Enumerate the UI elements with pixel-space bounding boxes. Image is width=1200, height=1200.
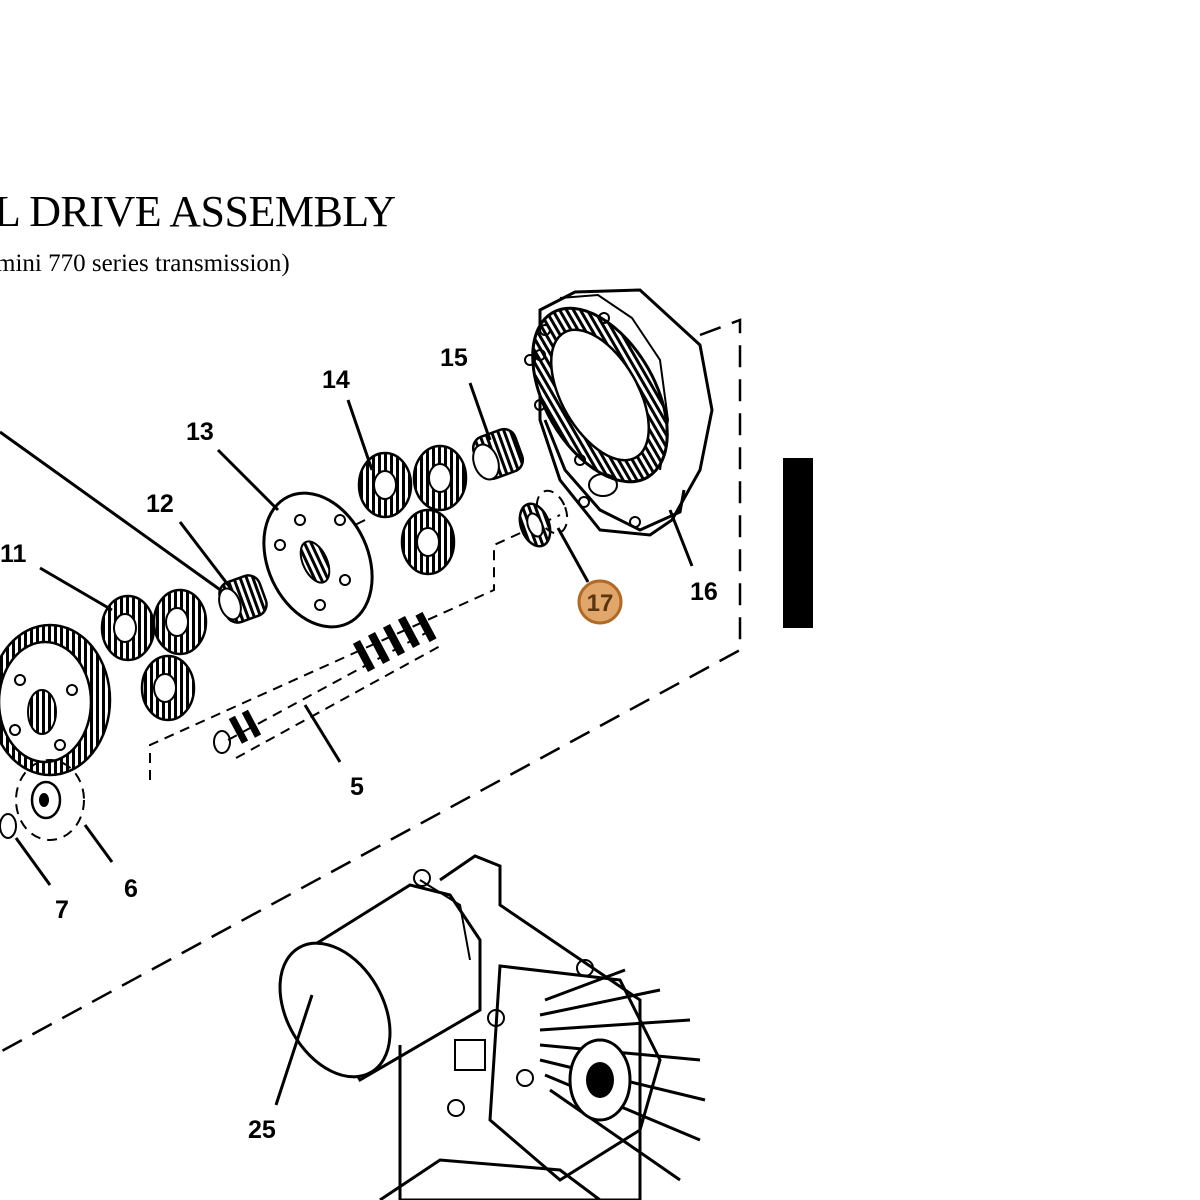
motor-and-transmission	[278, 854, 706, 1200]
callout-17: 17	[587, 590, 614, 617]
sun-gear-15	[471, 427, 525, 481]
carrier-plate-13	[262, 491, 374, 629]
planet-gears-11	[100, 588, 208, 722]
assembly-outline-dashed	[0, 318, 742, 1054]
large-gear-left	[0, 623, 112, 777]
callout-6: 6	[124, 875, 138, 903]
diagram-title: L DRIVE ASSEMBLY	[0, 187, 396, 236]
washer-part-7	[0, 813, 17, 839]
section-marker-bar	[783, 458, 813, 628]
gear-part-6	[15, 759, 85, 841]
planet-gears-14	[357, 444, 468, 576]
leader-line-long	[0, 430, 227, 596]
shaft-part-5	[213, 611, 443, 759]
callout-25: 25	[248, 1116, 276, 1144]
leader-lines	[14, 382, 694, 1106]
callout-5: 5	[350, 773, 364, 801]
diagram-subtitle: mini 770 series transmission)	[0, 250, 290, 277]
callout-11: 11	[0, 540, 27, 568]
callout-17-highlight[interactable]: 17	[577, 579, 623, 625]
callout-12: 12	[146, 490, 174, 518]
callout-14: 14	[322, 366, 350, 394]
shaft-path-dashed	[149, 514, 561, 780]
ring-gear-housing	[524, 288, 714, 537]
callout-15: 15	[440, 344, 468, 372]
highlight-marker[interactable]	[577, 579, 623, 625]
callout-7: 7	[55, 896, 69, 924]
callout-16: 16	[690, 578, 718, 606]
bearing-part-17	[518, 489, 569, 548]
callout-13: 13	[186, 418, 214, 446]
